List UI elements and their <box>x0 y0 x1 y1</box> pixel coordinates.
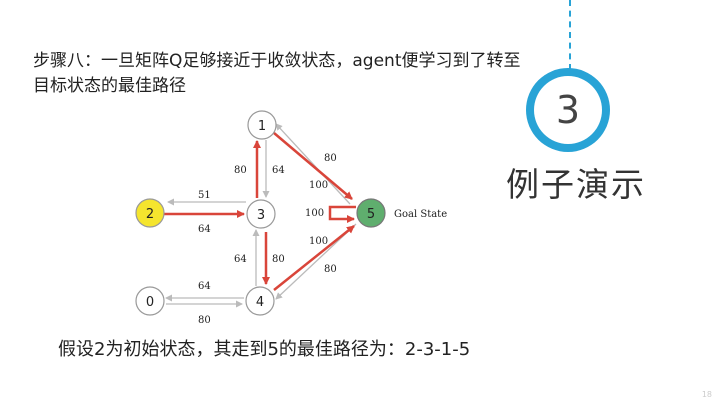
edge-1-to-5 <box>273 132 353 200</box>
edge-label-5-4: 80 <box>324 264 337 275</box>
node-5-goal: 5 <box>356 198 386 228</box>
edge-label-5-1: 80 <box>324 153 337 164</box>
edge-label-1-3: 64 <box>272 165 285 176</box>
node-4: 4 <box>245 286 275 316</box>
node-5-label: 5 <box>367 207 375 222</box>
decorative-dashed-line <box>569 0 571 70</box>
edge-label-4-0: 64 <box>198 281 211 292</box>
edge-label-0-4: 80 <box>198 315 211 326</box>
edge-4-to-5 <box>273 225 355 291</box>
node-3-label: 3 <box>257 208 265 223</box>
edge-label-2-3: 64 <box>198 224 211 235</box>
edge-label-3-1: 80 <box>234 165 247 176</box>
step-description: 步骤八：一旦矩阵Q足够接近于收敛状态，agent便学习到了转至目标状态的最佳路径 <box>33 51 521 96</box>
section-number-badge: 3 <box>526 68 610 152</box>
node-4-label: 4 <box>256 295 264 310</box>
goal-state-label: Goal State <box>394 209 447 220</box>
edge-label-3-4: 64 <box>234 254 247 265</box>
node-3: 3 <box>246 199 276 229</box>
edge-5-to-1 <box>275 123 351 205</box>
optimal-path-conclusion: 假设2为初始状态，其走到5的最佳路径为：2-3-1-5 <box>58 339 471 360</box>
section-number: 3 <box>534 76 602 144</box>
edge-label-3-2: 51 <box>198 190 211 201</box>
edge-label-4-5: 100 <box>309 236 328 247</box>
page-number: 18 <box>701 390 712 399</box>
edge-label-4-3: 80 <box>272 254 285 265</box>
node-1-label: 1 <box>258 119 266 134</box>
node-0-label: 0 <box>146 295 154 310</box>
node-1: 1 <box>247 110 277 140</box>
edge-label-1-5: 100 <box>309 180 328 191</box>
edge-label-5-self: 100 <box>305 208 324 219</box>
section-title: 例子演示 <box>506 165 646 204</box>
edge-5-self-loop <box>328 205 356 223</box>
node-0: 0 <box>135 286 165 316</box>
node-2-label: 2 <box>146 207 154 222</box>
node-2: 2 <box>135 198 165 228</box>
